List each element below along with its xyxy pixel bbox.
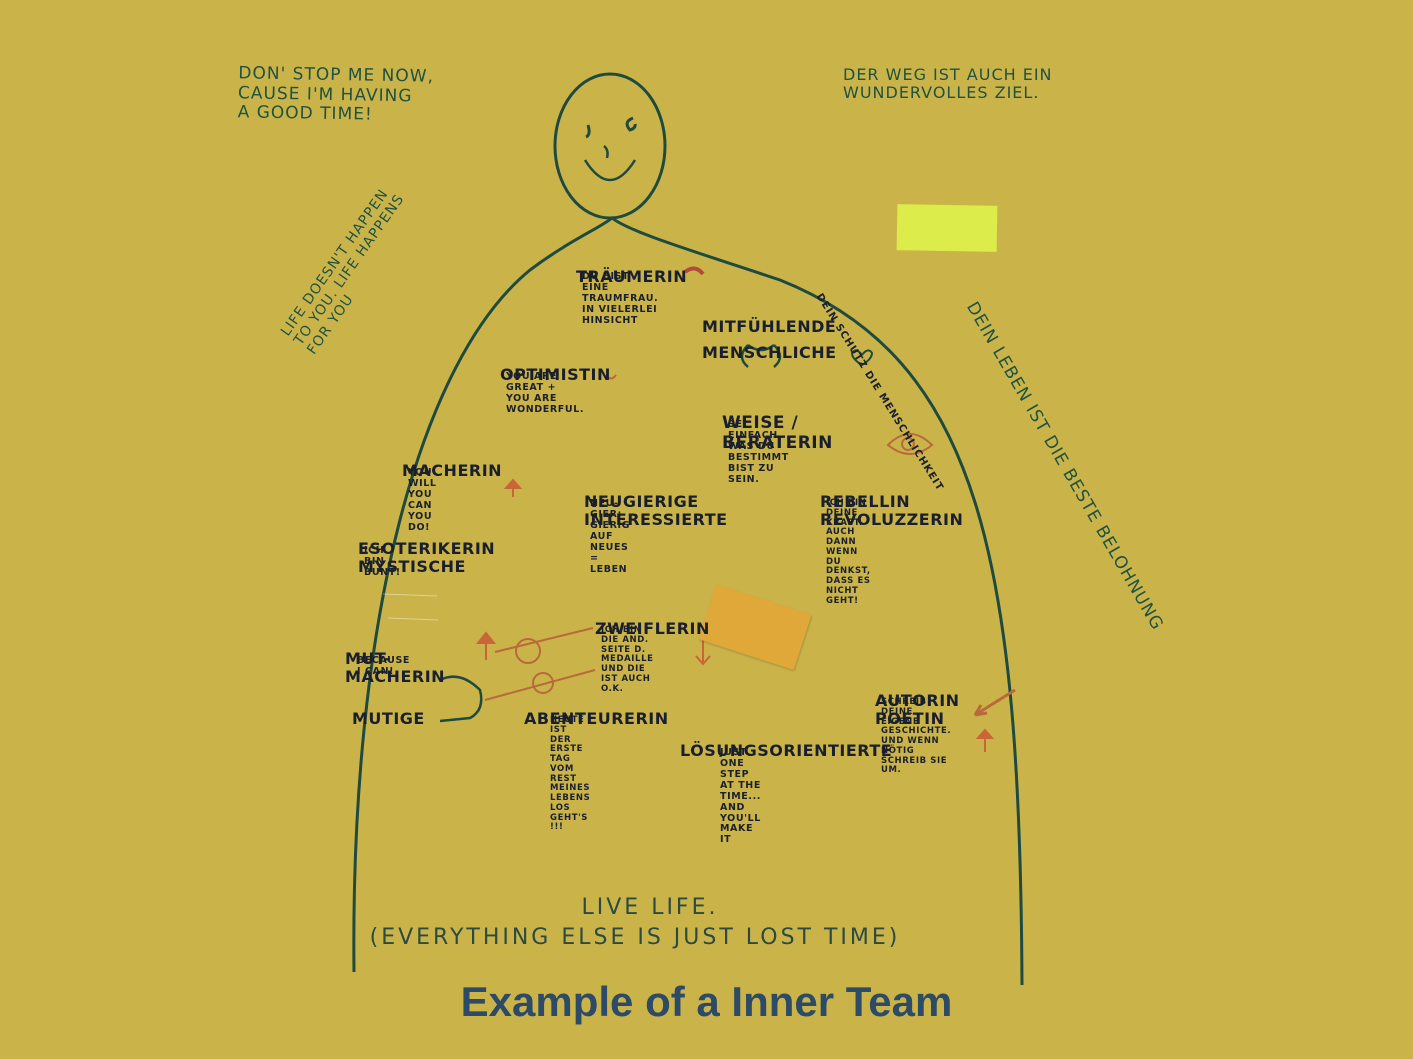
page-title: Example of a Inner Team [460,978,953,1025]
role-title: Abenteurerin [524,709,669,728]
role-title: Macherin [402,461,503,480]
smiley-icon [605,374,617,380]
right-eye [625,116,637,132]
role-text: Just one step at the time... and you'll … [720,747,761,846]
nose [603,145,609,159]
role-title: Lösungsorientierte [680,741,893,760]
role-title: Rebellin Revoluzzerin [820,492,964,530]
role-title: Zweiflerin [595,619,710,638]
mutmacherin-arrow-icon [475,631,497,660]
sticky-note [896,204,998,252]
role-text: Schreib deine eigene Geschichte. Und wen… [881,697,952,776]
quote-everything-else: (Everything else is just lost time) [369,925,901,950]
hand-drawing [439,675,483,723]
role-title: Neugierige Interessierte [584,492,728,530]
role-text: Ich bin deine Kraft. Auch dann wenn du d… [826,498,871,606]
connector-line-lower [484,669,596,701]
eye-pupil [901,437,915,451]
autorin-pointer-arrow [973,688,1016,717]
body-outline [352,216,1024,986]
role-text: Ich bin die and. Seite d. Medaille und d… [601,625,654,694]
left-eye [585,124,591,139]
role-text: Ich bin bunt! [364,545,401,578]
traeumerin-mark [683,266,705,276]
head-circle [553,72,667,220]
role-text: Heute ist der erste Tag vom Rest meines … [550,715,591,833]
connector-line-upper [494,627,594,653]
connector-circle-2 [532,672,554,694]
scribble-line-2 [387,617,439,621]
role-text: Sei einfach was du bestimmt bist zu sein… [728,419,789,485]
smile [583,159,637,182]
role-title: Mut-Macherin [345,649,446,687]
quote-der-weg: Der Weg ist auch ein wundervolles Ziel. [843,65,1053,103]
eye-icon [886,433,934,455]
quote-dont-stop-me-now: Don' stop me now, cause I'm having a goo… [237,63,435,125]
role-text: Because I can! [357,655,411,677]
autorin-arrow-icon [975,728,995,752]
role-title: Esoterikerin Mystische [358,539,496,577]
role-title: Träumerin [576,267,688,286]
role-title: Optimistin [500,365,611,384]
caring-hands-icon [740,343,782,368]
role-title: Weise / Beraterin [722,413,833,453]
role-title: Mitfühlende [702,317,837,336]
connector-circle-1 [515,638,541,664]
role-title: Mutige [352,709,425,728]
role-text: Neu-Gier: Gierig auf Neues = Leben [590,498,631,575]
role-title: Autorin Poetin [875,691,960,729]
quote-live-life: Live Life. [581,895,719,920]
role-text: You are great + you are wonderful. [506,371,585,415]
heart-icon [850,349,874,367]
role-text: Du bist eine Traumfrau. In vielerlei Hin… [582,271,659,326]
role-subtitle: Menschliche [702,343,837,362]
scribble-line-1 [382,593,438,597]
role-text: You will you can you do! [408,467,437,533]
zweiflerin-arrow-icon [695,640,711,666]
macherin-arrow-icon [503,478,523,497]
